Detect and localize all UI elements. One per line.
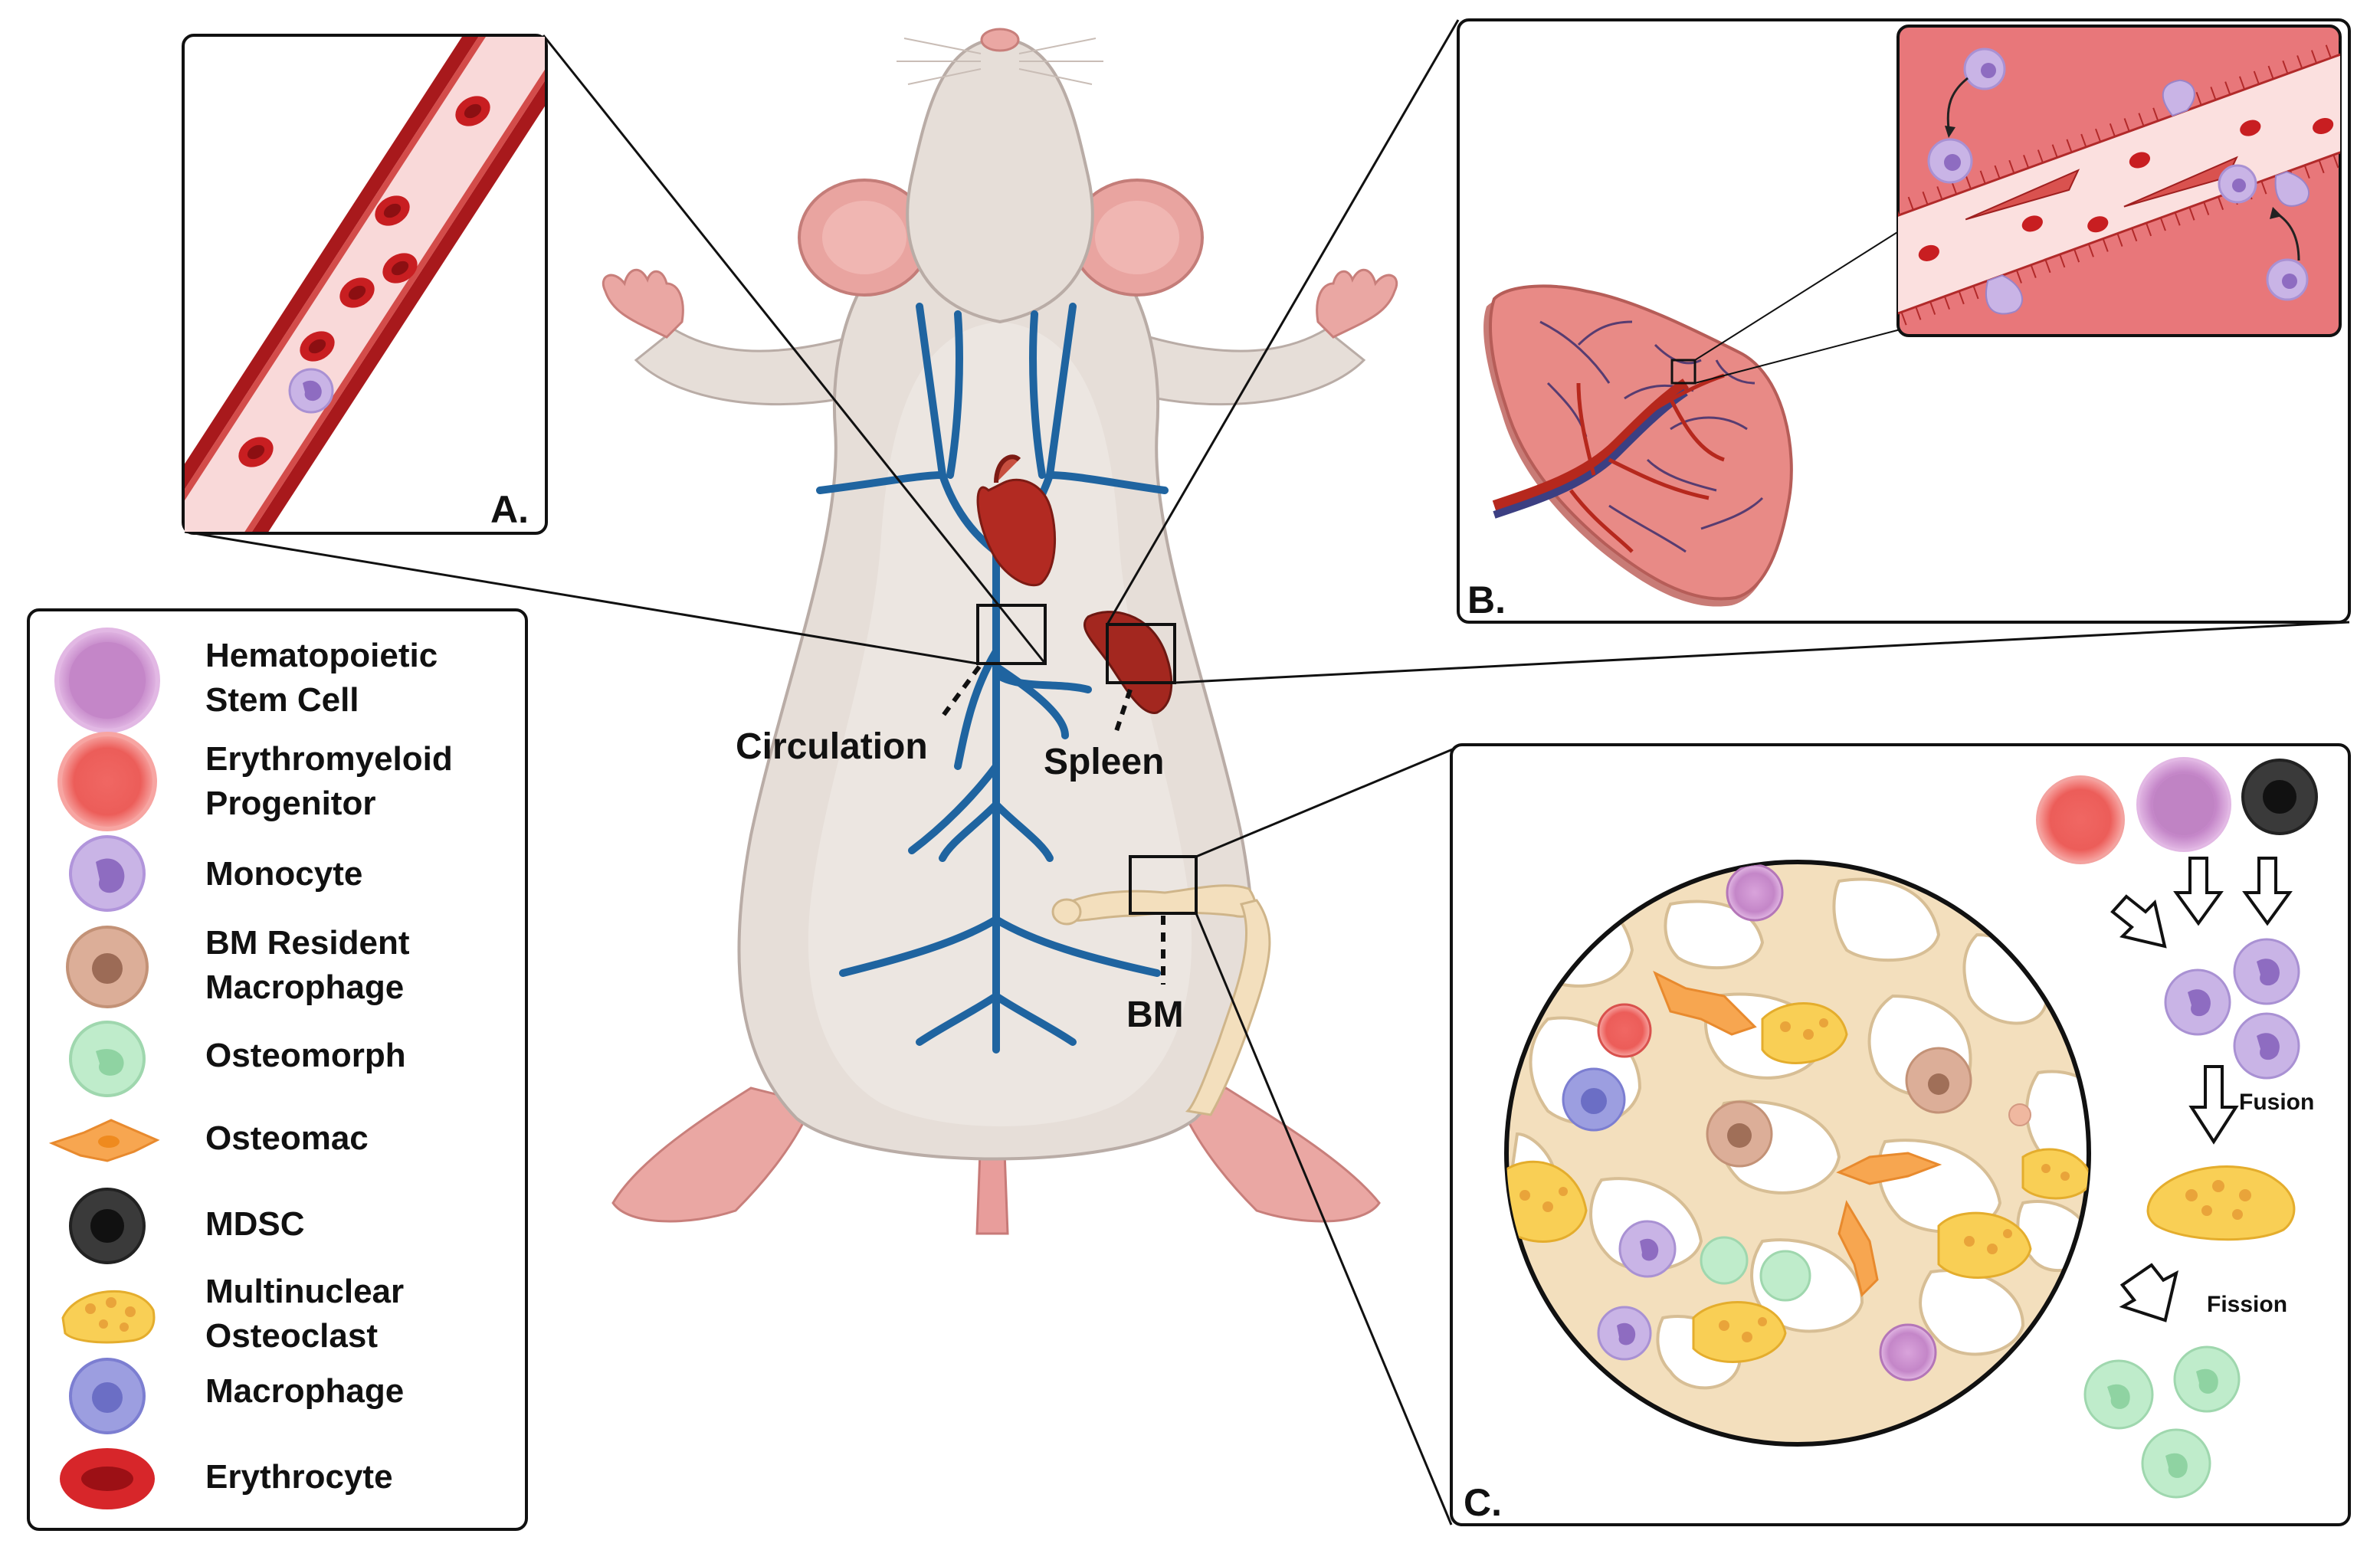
zoom-connector-lines <box>184 19 2350 1526</box>
legend-label-osteomac: Osteomac <box>205 1119 369 1157</box>
legend-label-mdsc: MDSC <box>205 1205 305 1243</box>
bm-resident-macrophage-icon <box>66 926 149 1008</box>
cell-type-legend: Hematopoietic Stem Cell Erythromyeloid P… <box>27 608 528 1531</box>
panel-c-letter: C. <box>1464 1481 1502 1524</box>
spleen-highlight-box <box>1106 623 1176 684</box>
splenic-sinusoid-inset <box>1896 25 2342 337</box>
monocyte-icon <box>69 835 146 912</box>
bm-label: BM <box>1126 995 1184 1035</box>
fission-label: Fission <box>2207 1292 2287 1317</box>
panel-b-letter: B. <box>1467 578 1506 621</box>
spleen-cross-section <box>1483 191 1962 607</box>
panel-a: A. <box>182 34 548 535</box>
panel-c: Fusion Fission C. <box>1450 743 2351 1526</box>
fusion-label: Fusion <box>2239 1090 2314 1115</box>
mdsc-icon <box>69 1188 146 1264</box>
multinuclear-osteoclast-icon <box>61 1290 156 1344</box>
panel-b: B. <box>1457 18 2351 624</box>
spleen-label: Spleen <box>1044 742 1164 782</box>
legend-label-emp-line2: Progenitor <box>205 785 375 822</box>
panel-a-letter: A. <box>490 488 529 531</box>
legend-label-osteoclast-line2: Osteoclast <box>205 1317 378 1355</box>
legend-label-bmrm-line2: Macrophage <box>205 968 404 1006</box>
circulation-highlight-box <box>976 604 1047 665</box>
macrophage-icon <box>69 1358 146 1434</box>
legend-label-bmrm-line1: BM Resident <box>205 924 410 962</box>
vessel-monocyte <box>288 368 334 414</box>
legend-label-emp-line1: Erythromyeloid <box>205 740 453 778</box>
legend-label-osteoclast-line1: Multinuclear <box>205 1273 404 1310</box>
hematopoietic-stem-cell-icon <box>54 628 160 733</box>
legend-label-hsc-line1: Hematopoietic <box>205 637 438 674</box>
legend-label-erythrocyte: Erythrocyte <box>205 1458 393 1496</box>
legend-label-macrophage: Macrophage <box>205 1372 404 1410</box>
legend-label-osteomorph: Osteomorph <box>205 1037 406 1074</box>
osteomorph-icon <box>69 1021 146 1097</box>
circulation-label: Circulation <box>736 726 928 767</box>
bone-marrow-niche <box>1504 860 2091 1447</box>
legend-label-hsc-line2: Stem Cell <box>205 681 359 719</box>
circulatory-veins <box>816 303 1169 1054</box>
vessel-erythrocytes <box>238 96 490 467</box>
femur-bone-icon <box>1051 884 1271 1116</box>
osteomac-icon <box>48 1119 160 1162</box>
bm-highlight-box <box>1129 855 1198 915</box>
erythrocyte-icon <box>60 1448 155 1509</box>
legend-label-monocyte: Monocyte <box>205 855 362 893</box>
heart-icon <box>976 454 1056 587</box>
dashed-leader-lines <box>940 665 1165 985</box>
osteoclast-lineage-process: Fusion Fission <box>2036 757 2318 1499</box>
erythromyeloid-progenitor-icon <box>57 732 157 831</box>
